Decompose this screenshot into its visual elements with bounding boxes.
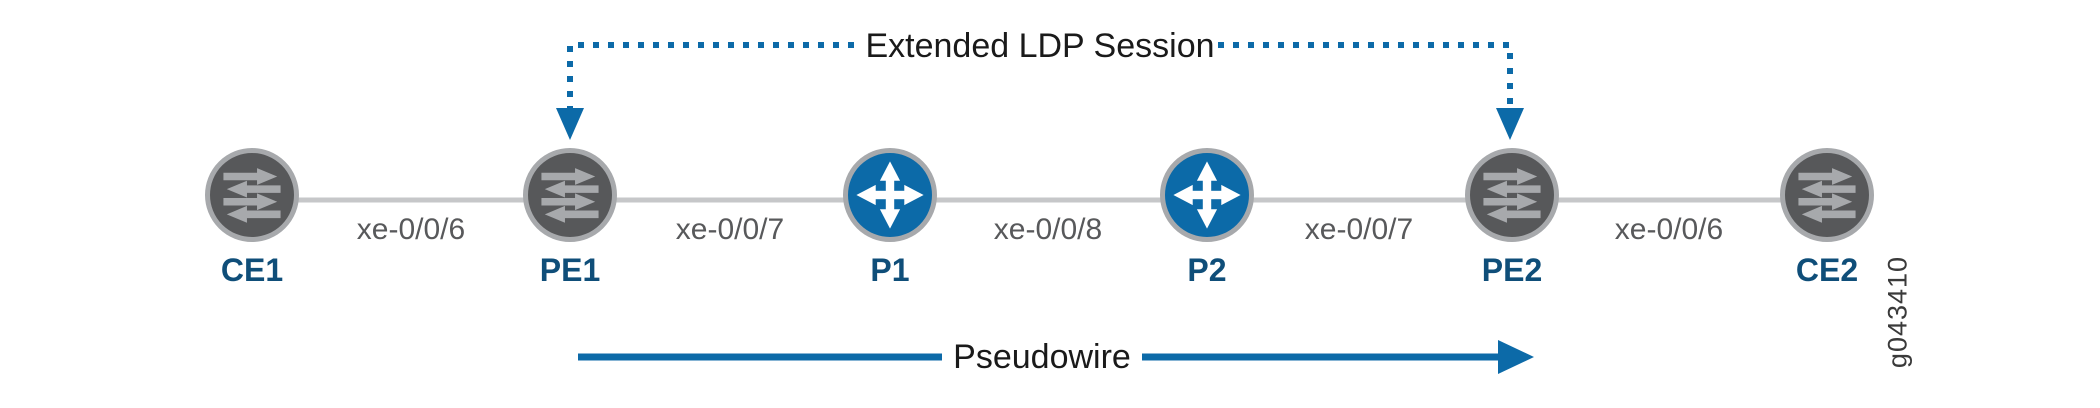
node-label: PE1 (539, 252, 601, 288)
node-ce1: CE1 (205, 148, 299, 289)
interface-label: xe-0/0/7 (1304, 213, 1414, 246)
interface-label: xe-0/0/6 (1614, 213, 1724, 246)
ldp-dotted-right-segment (1218, 42, 1513, 112)
interface-label: xe-0/0/7 (675, 213, 785, 246)
pseudowire-label: Pseudowire (953, 338, 1131, 376)
switch-icon (523, 148, 617, 242)
router-icon (1160, 148, 1254, 242)
pseudowire-arrowhead (1498, 340, 1534, 374)
node-pe1: PE1 (523, 148, 617, 289)
interface-label: xe-0/0/8 (993, 213, 1103, 246)
node-p2: P2 (1160, 148, 1254, 289)
switch-icon (1465, 148, 1559, 242)
switch-icon (1780, 148, 1874, 242)
interface-label: xe-0/0/6 (356, 213, 466, 246)
node-pe2: PE2 (1465, 148, 1559, 289)
node-label: P2 (1187, 252, 1227, 288)
ldp-session-label: Extended LDP Session (865, 27, 1215, 65)
node-p1: P1 (843, 148, 937, 289)
router-icon (843, 148, 937, 242)
figure-id: g043410 (1882, 255, 1913, 369)
ldp-arrowhead-left (556, 108, 584, 140)
node-label: CE1 (220, 252, 284, 288)
node-label: PE2 (1481, 252, 1543, 288)
node-ce2: CE2 (1780, 148, 1874, 289)
ldp-dotted-left-segment (567, 42, 862, 112)
switch-icon (205, 148, 299, 242)
node-label: CE2 (1795, 252, 1859, 288)
node-label: P1 (870, 252, 910, 288)
ldp-arrowhead-right (1496, 108, 1524, 140)
